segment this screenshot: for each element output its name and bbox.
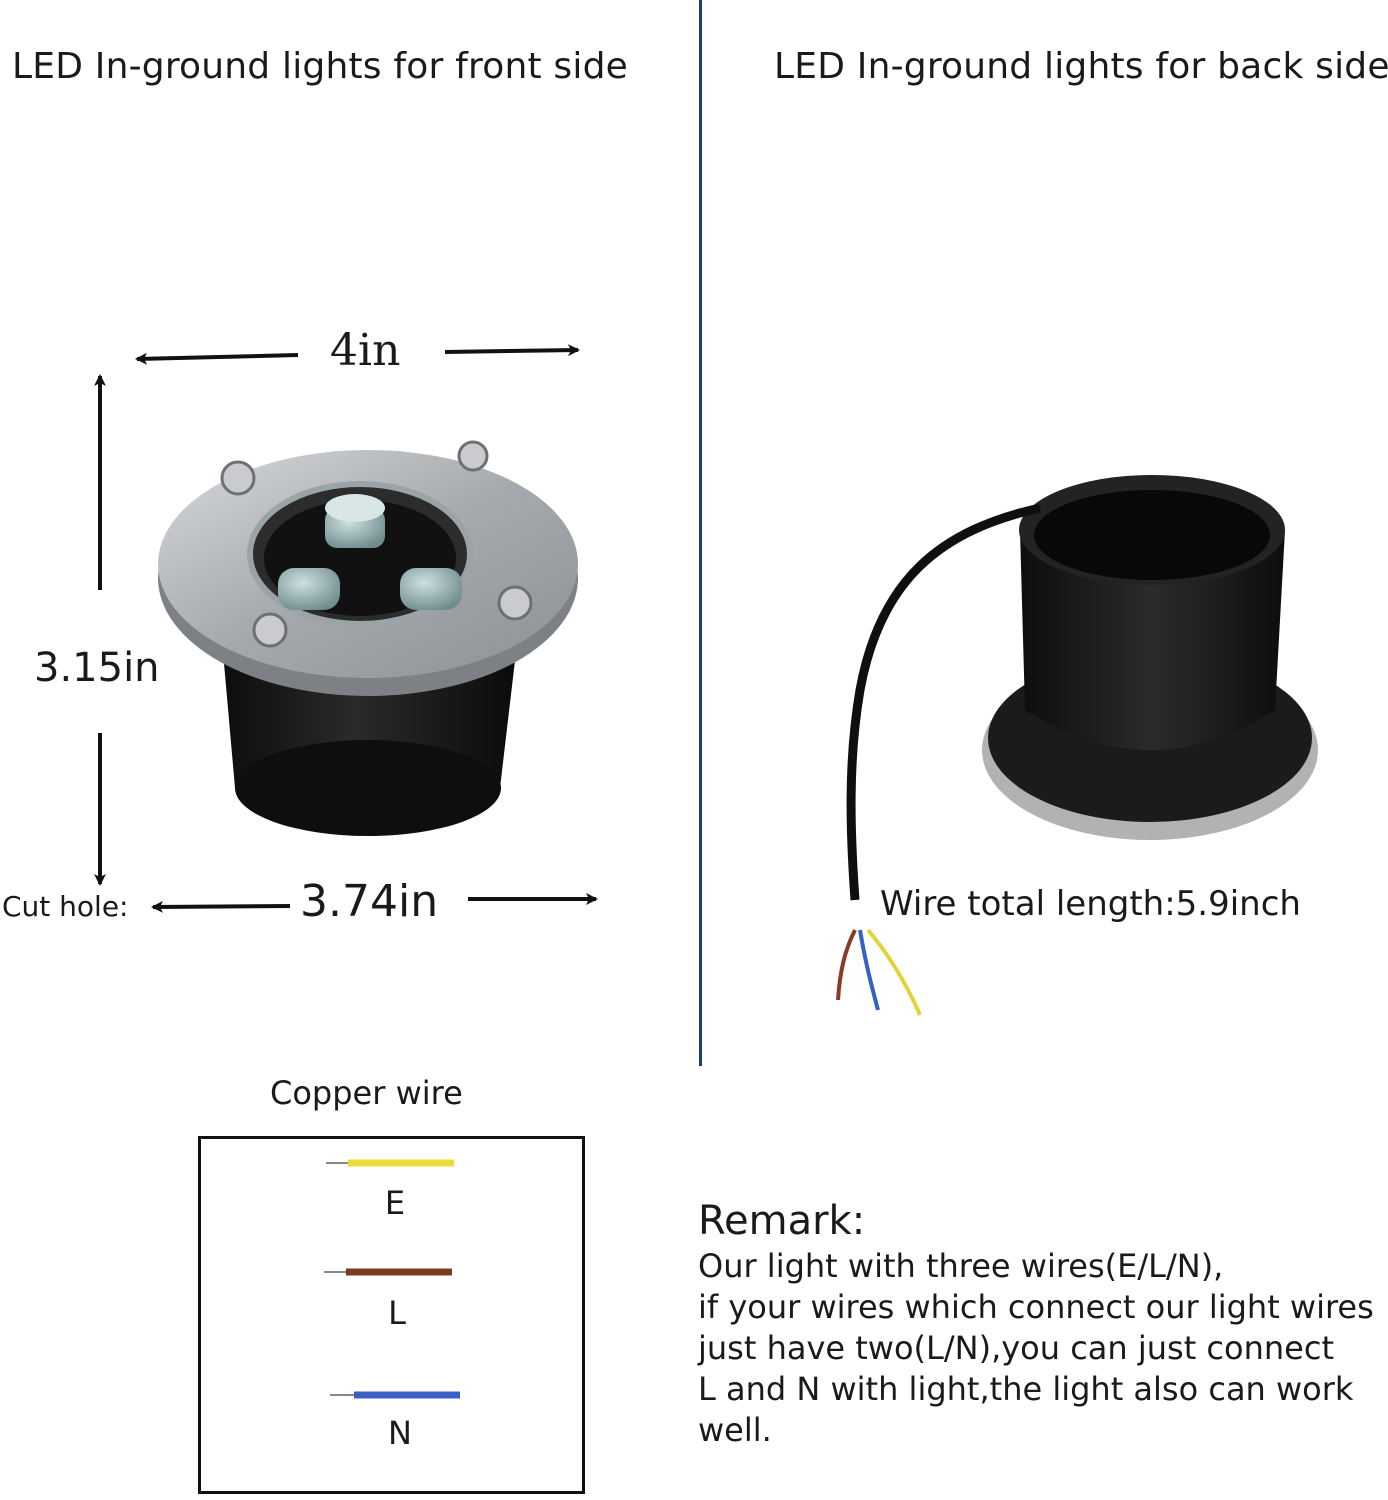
screw-icon	[497, 585, 533, 621]
remark-line: just have two(L/N),you can just connect	[698, 1329, 1334, 1367]
remark-line: if your wires which connect our light wi…	[698, 1288, 1374, 1326]
cut-hole-arrow-left	[151, 900, 291, 913]
copper-wire-title: Copper wire	[270, 1074, 463, 1112]
led-lens-top	[325, 494, 385, 548]
remark-line: Our light with three wires(E/L/N),	[698, 1247, 1224, 1285]
remark-title: Remark:	[698, 1198, 866, 1244]
led-lens-left	[278, 568, 340, 610]
screw-icon	[457, 440, 489, 472]
back-side-heading: LED In-ground lights for back side	[774, 46, 1388, 87]
front-light-image	[158, 440, 578, 836]
wire-e-label: E	[384, 1184, 406, 1222]
wire-n-label: N	[388, 1414, 412, 1452]
front-side-heading: LED In-ground lights for front side	[12, 46, 628, 87]
section-divider	[699, 0, 702, 1066]
width-arrow-right	[444, 344, 580, 357]
wire-brown	[836, 929, 857, 1001]
led-lens-right	[400, 568, 462, 610]
wire-l-label: L	[388, 1294, 406, 1332]
wire-blue	[858, 929, 880, 1011]
remark-body: Our light with three wires(E/L/N), if yo…	[698, 1246, 1374, 1451]
width-dimension-label: 4in	[330, 325, 401, 376]
remark-line: L and N with light,the light also can wo…	[698, 1370, 1354, 1408]
screw-icon	[252, 612, 288, 648]
screw-icon	[220, 460, 256, 496]
wire-yellow	[866, 928, 922, 1016]
copper-wire-lines	[324, 1159, 460, 1399]
wire-length-label: Wire total length:5.9inch	[880, 884, 1301, 924]
back-light-image	[836, 475, 1318, 1016]
height-dimension-label: 3.15in	[34, 645, 160, 691]
copper-wire-box	[198, 1136, 585, 1494]
cut-hole-label: Cut hole:	[2, 890, 129, 923]
width-arrow-left	[135, 352, 299, 365]
cut-hole-value: 3.74in	[300, 876, 439, 927]
remark-line: well.	[698, 1411, 772, 1449]
